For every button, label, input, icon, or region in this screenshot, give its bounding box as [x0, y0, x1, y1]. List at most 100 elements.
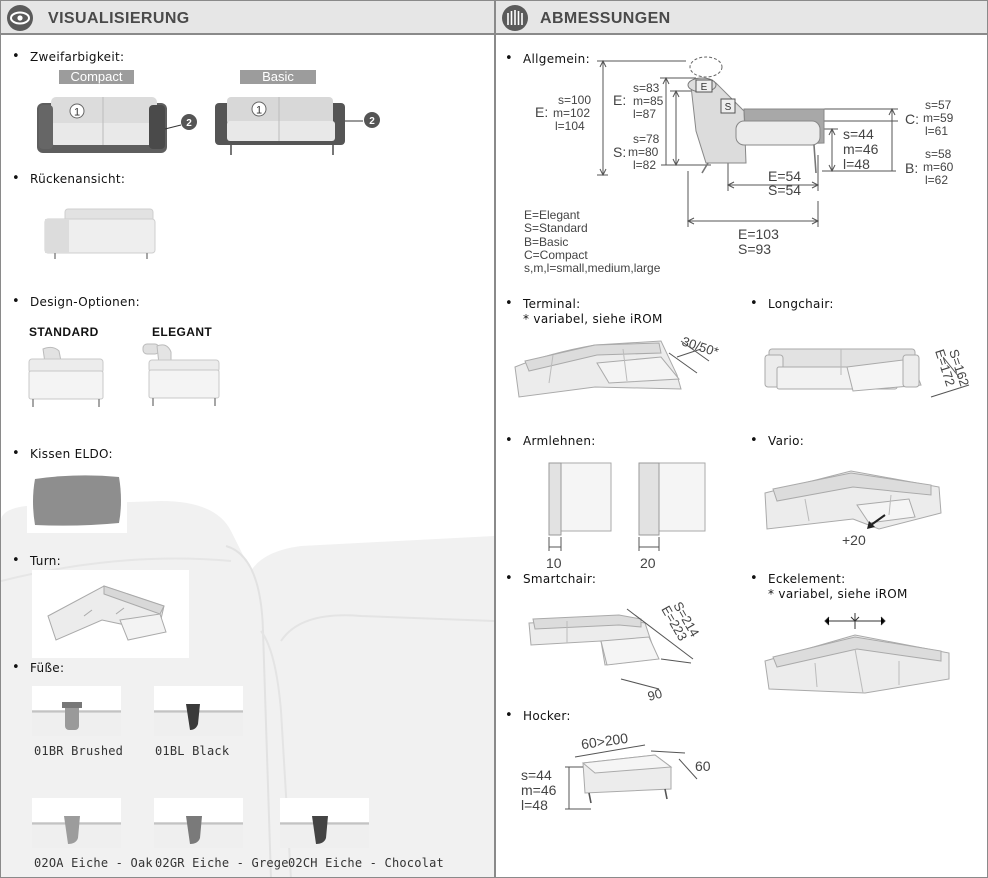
rueckenansicht-label: Rückenansicht: — [12, 171, 125, 186]
seat-height-l: l=48 — [843, 156, 870, 172]
svg-text:1: 1 — [256, 105, 262, 117]
turn-image-frame — [32, 570, 189, 658]
turn-label: Turn: — [12, 553, 61, 568]
e-height-l: l=104 — [555, 119, 585, 133]
seat-height-s: s=44 — [843, 126, 874, 142]
smartchair-sofa-image: S=214 E=223 90 — [528, 599, 702, 703]
longchair-sofa-image: S=162 E=172 — [764, 347, 972, 398]
s-back-l: l=82 — [633, 158, 657, 172]
foot-01bl-image — [154, 686, 243, 736]
cushion-image — [33, 475, 121, 526]
svg-text:2: 2 — [369, 116, 375, 127]
kissen-label: Kissen ELDO: — [12, 446, 113, 461]
foot-01br-caption: 01BR Brushed — [34, 744, 124, 758]
terminal-sofa-image: 30/50* — [514, 334, 720, 398]
turn-sofa-image — [47, 585, 167, 641]
abbreviation-legend: E=Elegant S=Standard B=Basic C=Compact s… — [524, 208, 661, 276]
e-height-s: s=100 — [558, 93, 592, 107]
allgemein-dimension-diagram: E S — [597, 56, 898, 227]
foot-02ch-image — [280, 798, 369, 848]
abmessungen-title: ABMESSUNGEN — [540, 10, 671, 27]
visualisierung-title: VISUALISIERUNG — [48, 10, 190, 27]
e-back-m: m=85 — [633, 94, 664, 108]
seat-depth-s: S=54 — [768, 182, 802, 198]
c-arm-prefix: C: — [905, 111, 919, 127]
b-arm-s: s=58 — [925, 147, 952, 161]
legend-elegant: E=Elegant — [524, 208, 580, 222]
s-back-m: m=80 — [628, 145, 659, 159]
elegant-label: ELEGANT — [152, 325, 213, 339]
seat-depth-e: E=54 — [768, 168, 802, 184]
ruler-icon — [502, 5, 528, 31]
vario-sofa-image — [764, 470, 942, 530]
eckelement-sofa-image — [764, 613, 950, 694]
e-back-l: l=87 — [633, 107, 657, 121]
b-arm-l: l=62 — [925, 173, 949, 187]
legend-standard: S=Standard — [524, 221, 588, 236]
hocker-depth: 60 — [695, 758, 711, 774]
eckelement-note: * variabel, siehe iROM — [768, 587, 908, 601]
s-back-prefix: S: — [613, 144, 627, 160]
c-arm-l: l=61 — [925, 124, 949, 138]
foot-02gr-image — [154, 798, 243, 848]
legend-compact: C=Compact — [524, 247, 588, 262]
armlehnen-image — [548, 462, 706, 551]
longchair-label: Longchair: — [750, 296, 834, 311]
foot-02gr-caption: 02GR Eiche - Grege — [155, 856, 289, 870]
vario-dim: +20 — [842, 532, 866, 548]
svg-text:90: 90 — [646, 686, 664, 703]
svg-text:2: 2 — [186, 118, 192, 129]
e-height-m: m=102 — [553, 106, 591, 120]
armlehne-width-10: 10 — [546, 555, 562, 571]
legend-sizes: s,m,l=small,medium,large — [524, 261, 661, 276]
hocker-height-l: l=48 — [521, 797, 548, 813]
terminal-label: Terminal: — [505, 296, 580, 311]
foot-01bl-caption: 01BL Black — [155, 744, 230, 758]
s-back-s: s=78 — [633, 132, 660, 146]
hocker-image — [565, 744, 698, 810]
e-back-s: s=83 — [633, 81, 660, 95]
back-view-sofa-image — [44, 208, 156, 259]
foot-02oa-caption: 02OA Eiche - Oak — [34, 856, 153, 870]
eckelement-label: Eckelement: — [750, 571, 846, 586]
c-arm-m: m=59 — [923, 111, 954, 125]
e-height-prefix: E: — [535, 104, 549, 120]
hocker-height-s: s=44 — [521, 767, 552, 783]
b-arm-prefix: B: — [905, 160, 919, 176]
foot-02oa-image — [32, 798, 121, 848]
visualisierung-header: VISUALISIERUNG — [1, 1, 494, 35]
svg-text:1: 1 — [74, 107, 80, 119]
vario-label: Vario: — [750, 433, 804, 448]
abmessungen-header: ABMESSUNGEN — [496, 1, 987, 35]
elegant-design-image — [142, 343, 220, 406]
allgemein-label: Allgemein: — [505, 51, 590, 66]
armlehnen-label: Armlehnen: — [505, 433, 596, 448]
svg-text:30/50*: 30/50* — [680, 334, 720, 360]
total-depth-s: S=93 — [738, 241, 772, 257]
design-optionen-label: Design-Optionen: — [12, 294, 140, 309]
terminal-note: * variabel, siehe iROM — [523, 312, 663, 326]
compact-tag: Compact — [59, 70, 134, 84]
smartchair-label: Smartchair: — [505, 571, 596, 586]
column-divider — [494, 1, 496, 877]
hocker-height-m: m=46 — [521, 782, 557, 798]
zweifarbigkeit-label: Zweifarbigkeit: — [12, 49, 124, 64]
legend-basic: B=Basic — [524, 234, 569, 249]
fuesse-label: Füße: — [12, 660, 64, 675]
foot-01br-image — [32, 686, 121, 736]
total-depth-e: E=103 — [738, 226, 779, 242]
c-arm-s: s=57 — [925, 98, 952, 112]
basic-sofa-image: 1 2 — [215, 97, 380, 155]
b-arm-m: m=60 — [923, 160, 954, 174]
e-back-prefix: E: — [613, 92, 627, 108]
compact-sofa-image: 1 2 — [37, 97, 197, 153]
kissen-image-frame — [27, 469, 127, 533]
armlehne-width-20: 20 — [640, 555, 656, 571]
svg-text:S: S — [725, 102, 732, 113]
basic-tag: Basic — [240, 70, 316, 84]
standard-label: STANDARD — [29, 325, 99, 339]
seat-height-m: m=46 — [843, 141, 879, 157]
hocker-label: Hocker: — [505, 708, 571, 723]
foot-02ch-caption: 02CH Eiche - Chocolat — [288, 856, 444, 870]
